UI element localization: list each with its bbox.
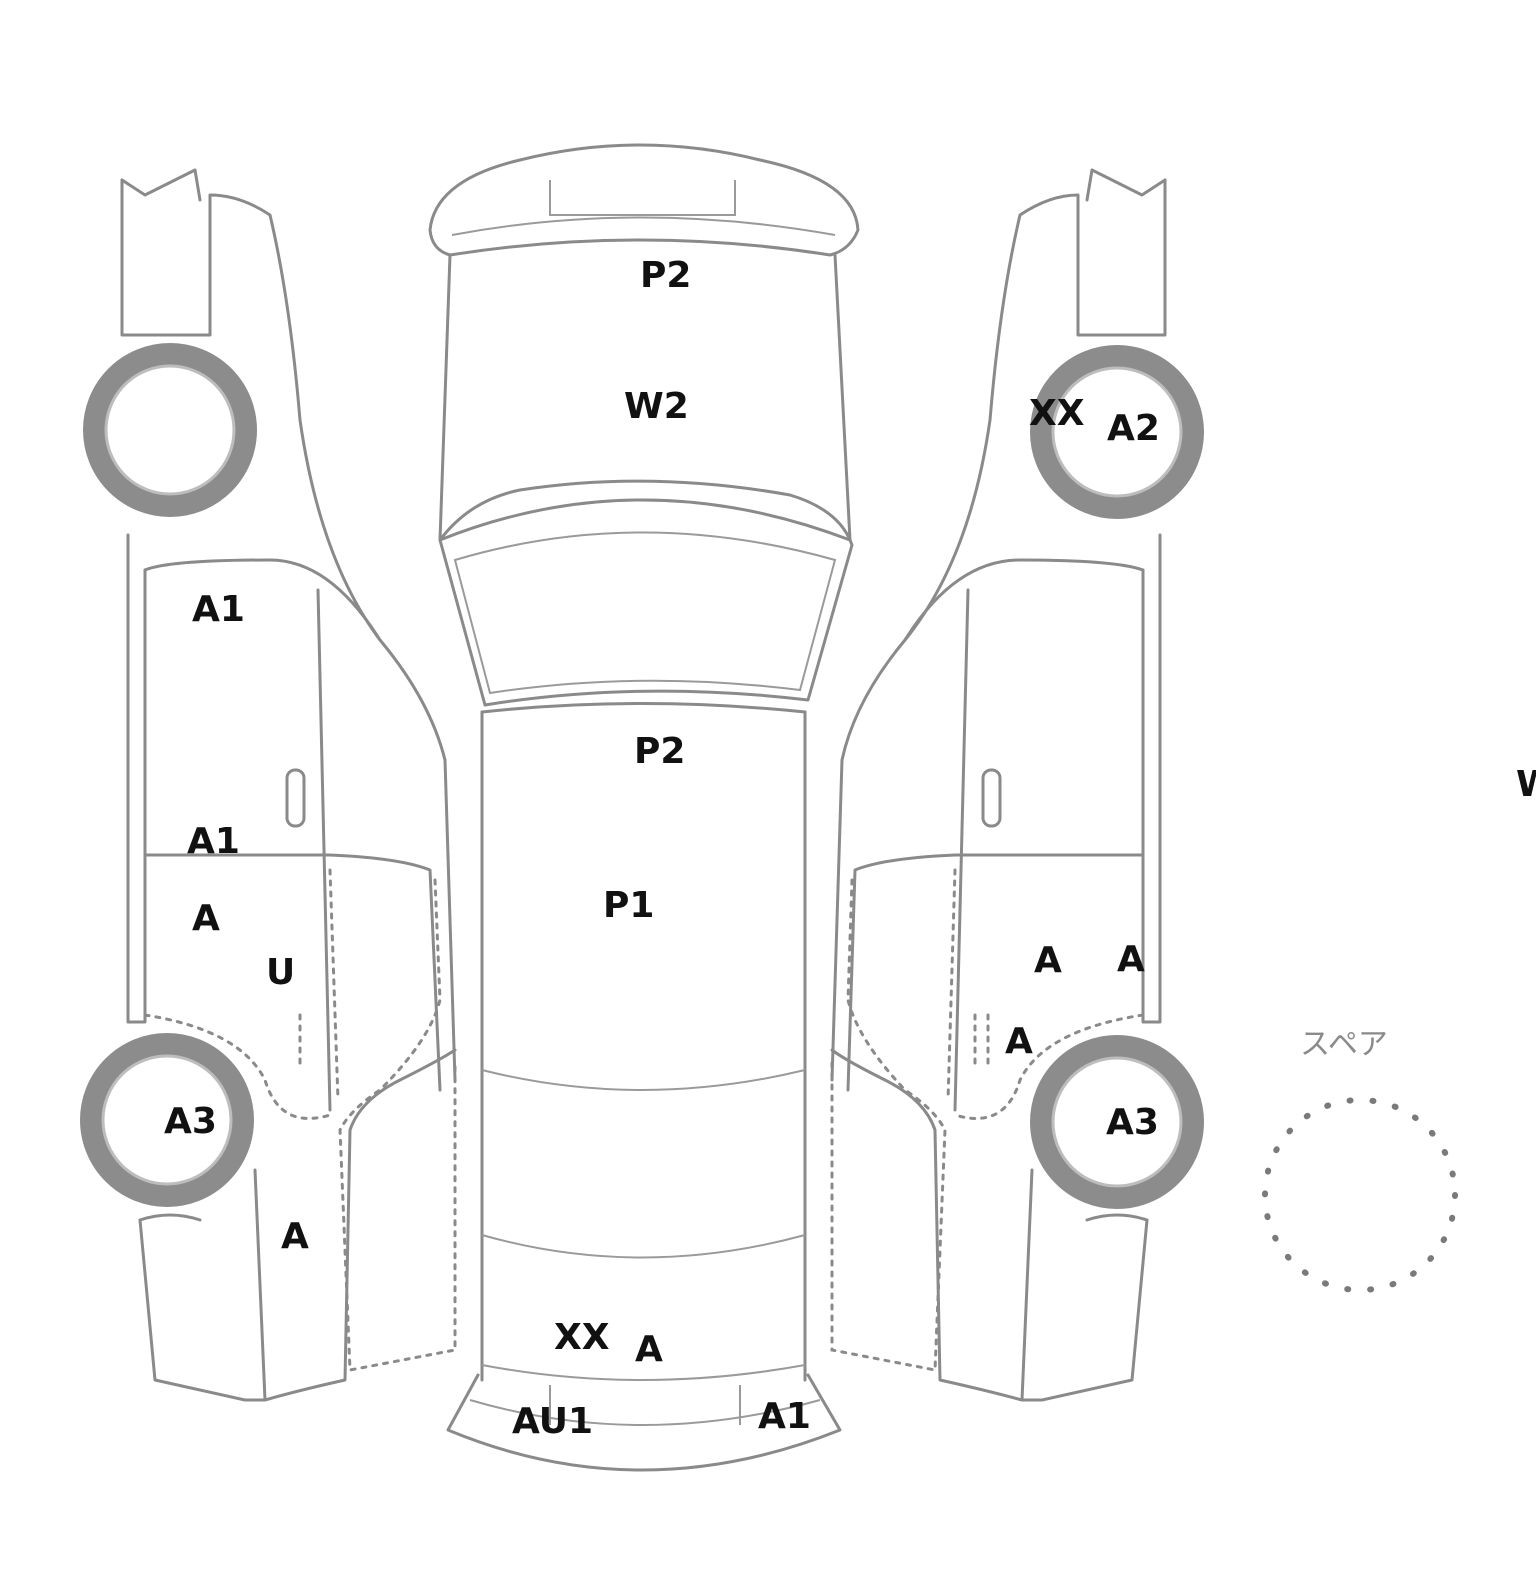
- damage-mark-right-rear-door-a-left: A: [1034, 940, 1062, 981]
- damage-mark-rear-a: A: [635, 1329, 663, 1370]
- rear-bumper-shape: [446, 1373, 842, 1472]
- damage-mark-rear-bumper-au1: AU1: [512, 1401, 594, 1442]
- left-door-frame: [126, 533, 382, 1024]
- damage-mark-right-front-wheel-xx: XX: [1029, 393, 1085, 434]
- top-view-body: [428, 143, 860, 1472]
- damage-mark-left-rear-wheel-a3: A3: [164, 1101, 217, 1142]
- damage-mark-left-front-door-a1: A1: [192, 589, 245, 630]
- right-rear-quarter-shape: [830, 1048, 1149, 1402]
- damage-mark-roof-p1: P1: [603, 885, 655, 926]
- right-rear-tire: [1030, 1035, 1204, 1209]
- damage-mark-hood-p2: P2: [640, 255, 692, 296]
- front-bumper-shape: [428, 143, 860, 257]
- damage-mark-right-quarter-a: A: [1005, 1021, 1033, 1062]
- spare-tire-label: スペア: [1300, 1027, 1388, 1062]
- damage-mark-right-front-wheel-a2: A2: [1107, 408, 1160, 449]
- left-side-view: [120, 168, 457, 1402]
- spare-tire-circle: [1262, 1097, 1458, 1293]
- damage-mark-right-rear-door-a-right: A: [1117, 939, 1145, 980]
- damage-mark-rear-bumper-a1: A1: [758, 1396, 811, 1437]
- damage-mark-left-rear-door-a: A: [192, 898, 220, 939]
- left-front-fender-shape: [120, 178, 457, 1082]
- damage-mark-left-quarter-a: A: [281, 1216, 309, 1257]
- left-rear-quarter-shape: [138, 1048, 457, 1402]
- right-door-frame: [903, 533, 1162, 1024]
- right-front-fender-shape: [830, 178, 1167, 1082]
- right-front-tire: [1030, 345, 1204, 519]
- damage-mark-left-rear-door-u: U: [266, 952, 296, 993]
- roof-shape: [480, 710, 807, 1382]
- left-front-tire: [83, 343, 257, 517]
- left-rear-tire: [80, 1033, 254, 1207]
- damage-mark-rear-xx: XX: [554, 1317, 610, 1358]
- damage-mark-hood-w2: W2: [624, 386, 689, 427]
- damage-mark-right-rear-wheel-a3: A3: [1106, 1102, 1159, 1143]
- hood-shape: [438, 253, 852, 542]
- right-side-view: [830, 168, 1167, 1402]
- damage-mark-edge-cut-w: W: [1516, 767, 1536, 803]
- damage-mark-roof-p2: P2: [634, 731, 686, 772]
- damage-mark-left-rear-door-a1: A1: [187, 821, 240, 862]
- windshield-shape: [438, 479, 854, 707]
